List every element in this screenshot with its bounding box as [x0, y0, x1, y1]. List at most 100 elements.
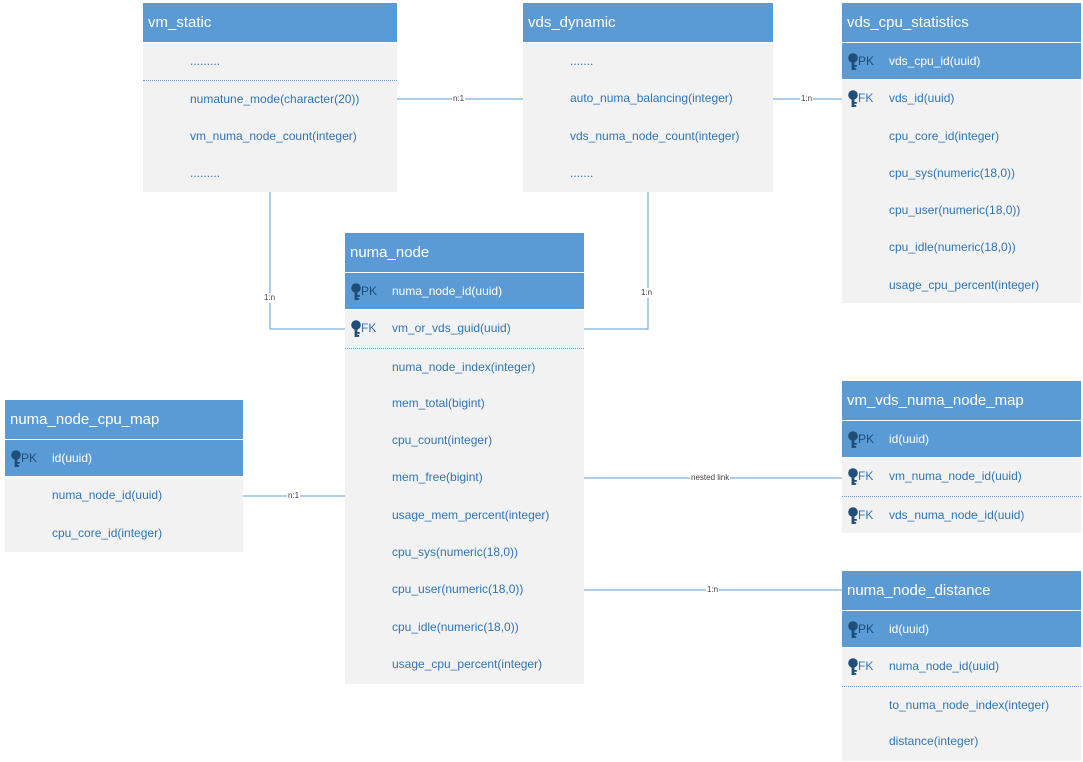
relation-label: 1:n — [263, 293, 277, 303]
line-vds-dynamic-numa-node — [584, 192, 649, 330]
key-type-label: PK — [361, 284, 378, 298]
field-name: mem_free(bigint) — [392, 470, 483, 485]
key-icon — [848, 53, 858, 70]
entity-title: vm_static — [143, 3, 397, 43]
field-name: numa_node_id(uuid) — [392, 284, 503, 298]
field-name: auto_numa_balancing(integer) — [570, 91, 733, 106]
relation-label: nested link — [690, 473, 731, 483]
entity-field-row[interactable]: ....... — [523, 43, 773, 80]
entity-field-row[interactable]: FK vds_id(uuid) — [842, 80, 1081, 117]
entity-field-row[interactable]: cpu_user(numeric(18,0)) — [345, 571, 584, 608]
field-name: mem_total(bigint) — [392, 395, 485, 410]
field-name: vds_id(uuid) — [889, 91, 955, 106]
entity-field-row[interactable]: mem_free(bigint) — [345, 459, 584, 496]
key-type-label: PK — [21, 451, 38, 465]
entity-title: vds_dynamic — [523, 3, 773, 43]
entity-field-row[interactable]: usage_cpu_percent(integer) — [842, 267, 1081, 304]
field-name: to_numa_node_index(integer) — [889, 697, 1050, 712]
key-type-label: FK — [858, 659, 874, 674]
key-type-label: FK — [361, 321, 377, 336]
field-name: usage_cpu_percent(integer) — [392, 656, 543, 671]
entity-field-row[interactable]: usage_cpu_percent(integer) — [345, 646, 584, 683]
entity-field-row[interactable]: cpu_idle(numeric(18,0)) — [842, 229, 1081, 266]
key-icon — [351, 283, 361, 300]
entity-field-row[interactable]: ......... — [143, 155, 397, 192]
entity-field-row[interactable]: FK vm_numa_node_id(uuid) — [842, 458, 1081, 495]
field-name: vm_numa_node_count(integer) — [190, 128, 357, 143]
key-type-label: FK — [858, 507, 874, 522]
entity-field-row[interactable]: PK id(uuid) — [842, 421, 1081, 459]
entity-field-row[interactable]: FK numa_node_id(uuid) — [842, 648, 1081, 685]
entity-field-row[interactable]: cpu_core_id(integer) — [5, 515, 243, 552]
relation-label: n:1 — [452, 94, 466, 104]
entity-title: numa_node_distance — [842, 571, 1081, 611]
entity-field-row[interactable]: cpu_idle(numeric(18,0)) — [345, 609, 584, 646]
entity-vm-static[interactable]: vm_static......... numatune_mode(characte… — [143, 3, 397, 192]
entity-field-row[interactable]: cpu_core_id(integer) — [842, 118, 1081, 155]
field-name: ....... — [570, 54, 594, 68]
field-name: vds_cpu_id(uuid) — [889, 54, 981, 68]
key-type-label: PK — [858, 622, 875, 636]
field-name: ......... — [190, 54, 221, 68]
field-name: cpu_count(integer) — [392, 433, 493, 448]
key-icon — [11, 450, 21, 467]
field-name: cpu_user(numeric(18,0)) — [889, 203, 1021, 218]
entity-field-row[interactable]: auto_numa_balancing(integer) — [523, 80, 773, 117]
entity-field-row[interactable]: numatune_mode(character(20)) — [143, 80, 397, 117]
entity-field-row[interactable]: mem_total(bigint) — [345, 385, 584, 422]
key-type-label: PK — [858, 432, 875, 446]
entity-vds-dynamic[interactable]: vds_dynamic....... auto_numa_balancing(in… — [523, 3, 773, 192]
entity-title: vm_vds_numa_node_map — [842, 381, 1081, 421]
key-icon — [848, 90, 858, 108]
entity-field-row[interactable]: cpu_user(numeric(18,0)) — [842, 192, 1081, 229]
key-icon — [351, 320, 361, 338]
entity-field-row[interactable]: to_numa_node_index(integer) — [842, 685, 1081, 723]
field-name: cpu_sys(numeric(18,0)) — [889, 165, 1016, 180]
field-name: cpu_idle(numeric(18,0)) — [392, 619, 519, 634]
field-name: ....... — [570, 165, 594, 180]
field-name: distance(integer) — [889, 733, 979, 748]
field-name: usage_cpu_percent(integer) — [889, 277, 1040, 292]
field-name: id(uuid) — [889, 432, 930, 446]
entity-title: vds_cpu_statistics — [842, 3, 1081, 43]
entity-field-row[interactable]: FK vm_or_vds_guid(uuid) — [345, 310, 584, 347]
entity-field-row[interactable]: cpu_sys(numeric(18,0)) — [345, 534, 584, 571]
relation-label: 1:n — [800, 94, 814, 104]
entity-field-row[interactable]: cpu_count(integer) — [345, 422, 584, 459]
entity-field-row[interactable]: numa_node_index(integer) — [345, 347, 584, 385]
entity-field-row[interactable]: ....... — [523, 155, 773, 192]
entity-field-row[interactable]: vds_numa_node_count(integer) — [523, 118, 773, 155]
relation-label: 1:n — [640, 288, 654, 298]
entity-field-row[interactable]: distance(integer) — [842, 723, 1081, 760]
field-name: vm_numa_node_id(uuid) — [889, 469, 1022, 484]
key-type-label: PK — [858, 54, 875, 68]
entity-field-row[interactable]: FK vds_numa_node_id(uuid) — [842, 495, 1081, 533]
key-icon — [848, 506, 858, 524]
key-icon — [848, 621, 858, 638]
entity-title: numa_node_cpu_map — [5, 400, 243, 440]
entity-field-row[interactable]: vm_numa_node_count(integer) — [143, 118, 397, 155]
key-type-label: FK — [858, 469, 874, 484]
key-icon — [848, 468, 858, 486]
field-name: ......... — [190, 165, 221, 180]
entity-field-row[interactable]: ......... — [143, 43, 397, 80]
field-name: vds_numa_node_id(uuid) — [889, 507, 1025, 522]
entity-field-row[interactable]: usage_mem_percent(integer) — [345, 497, 584, 534]
field-name: vm_or_vds_guid(uuid) — [392, 321, 511, 336]
entity-field-row[interactable]: PK numa_node_id(uuid) — [345, 273, 584, 311]
line-vm-static-numa-node — [269, 192, 345, 330]
relation-label: 1:n — [706, 585, 720, 595]
field-name: cpu_idle(numeric(18,0)) — [889, 240, 1016, 255]
entity-field-row[interactable]: PK vds_cpu_id(uuid) — [842, 43, 1081, 81]
entity-field-row[interactable]: cpu_sys(numeric(18,0)) — [842, 155, 1081, 192]
entity-field-row[interactable]: numa_node_id(uuid) — [5, 477, 243, 514]
field-name: numa_node_id(uuid) — [889, 659, 1000, 674]
key-type-label: FK — [858, 91, 874, 106]
